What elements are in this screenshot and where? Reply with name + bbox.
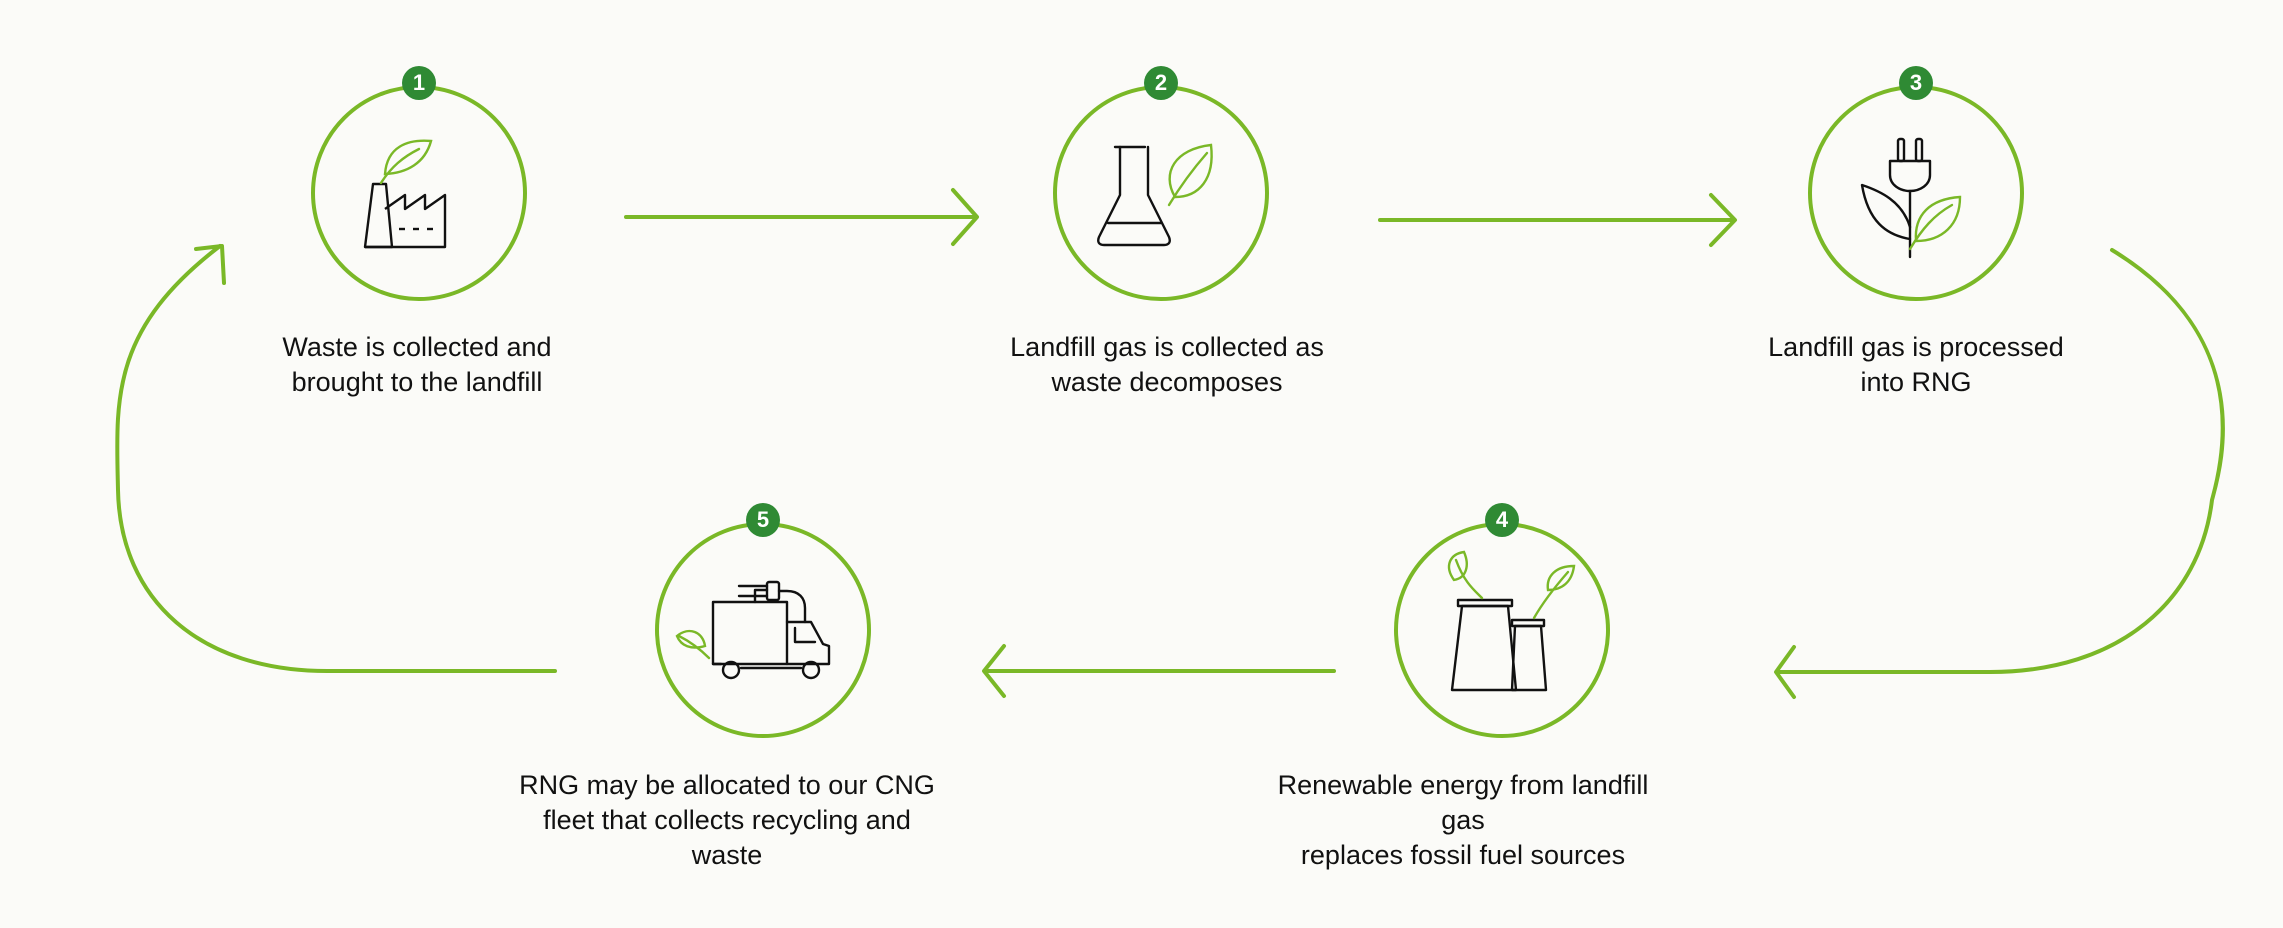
arrow-step3-to-step4	[1774, 248, 2225, 699]
step-5-caption-line1: RNG may be allocated to our CNG	[519, 770, 935, 800]
power-plant-leaf-icon	[1447, 550, 1576, 692]
step-5-caption-line2: fleet that collects recycling and waste	[543, 805, 911, 870]
step-4-caption: Renewable energy from landfill gas repla…	[1253, 768, 1673, 873]
step-4-number-badge: 4	[1485, 503, 1519, 537]
step-3-caption-line2: into RNG	[1860, 367, 1972, 397]
step-3-caption-line1: Landfill gas is processed	[1768, 332, 2064, 362]
step-3-number-badge: 3	[1899, 66, 1933, 100]
step-1-caption: Waste is collected and brought to the la…	[207, 330, 627, 400]
step-3-caption: Landfill gas is processed into RNG	[1706, 330, 2126, 400]
arrow-step5-to-step1	[115, 244, 557, 674]
step-4-caption-line2: replaces fossil fuel sources	[1300, 840, 1626, 870]
step-2-caption: Landfill gas is collected as waste decom…	[957, 330, 1377, 400]
step-1-caption-line1: Waste is collected and	[282, 332, 552, 362]
step-5-number-badge: 5	[746, 503, 780, 537]
step-2-caption-line1: Landfill gas is collected as	[1010, 332, 1324, 362]
step-2-number-badge: 2	[1144, 66, 1178, 100]
step-4-caption-line1: Renewable energy from landfill gas	[1277, 770, 1649, 835]
plug-plant-icon	[1860, 137, 1962, 259]
step-2-caption-line2: waste decomposes	[1051, 367, 1283, 397]
arrow-step1-to-step2	[624, 188, 979, 246]
arrow-step2-to-step3	[1378, 193, 1737, 247]
flask-leaf-icon	[1097, 143, 1213, 247]
step-3-circle	[1808, 85, 2024, 301]
step-1-number-badge: 1	[402, 66, 436, 100]
electric-truck-leaf-icon	[675, 580, 831, 680]
factory-leaf-icon	[363, 139, 447, 249]
step-2-circle	[1053, 85, 1269, 301]
step-4-circle	[1394, 522, 1610, 738]
step-5-caption: RNG may be allocated to our CNG fleet th…	[517, 768, 937, 873]
step-5-circle	[655, 522, 871, 738]
arrow-step4-to-step5	[982, 644, 1336, 698]
step-1-caption-line2: brought to the landfill	[291, 367, 543, 397]
step-1-circle	[311, 85, 527, 301]
